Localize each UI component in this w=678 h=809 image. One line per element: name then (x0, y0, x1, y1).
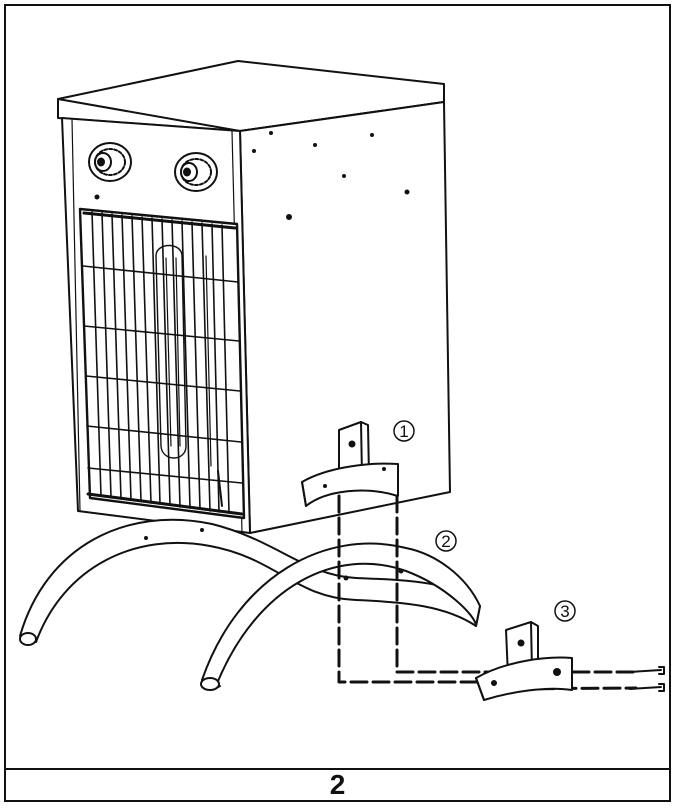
heater-foot-bracket (301, 421, 399, 507)
callout-2: 2 (435, 530, 457, 552)
circled-number-icon (393, 420, 415, 442)
circled-number-icon (554, 600, 576, 622)
assembly-diagram: 1 2 3 (19, 60, 665, 701)
callout-1: 1 (393, 420, 415, 442)
base-frame (19, 518, 481, 691)
callout-1-label: 1 (399, 422, 408, 441)
front-grille (78, 207, 246, 520)
figure-number: 2 (6, 768, 669, 800)
heater-unit (57, 60, 451, 534)
screw-icon (629, 666, 665, 692)
callout-2-label: 2 (441, 532, 450, 551)
power-knob-icon (174, 152, 218, 192)
circled-number-icon (435, 530, 457, 552)
loose-foot-bracket (475, 621, 573, 701)
callout-3-label: 3 (560, 602, 569, 621)
thermostat-knob-icon (88, 142, 132, 182)
figure-frame: 1 2 3 2 (4, 4, 671, 802)
callout-3: 3 (554, 600, 576, 622)
